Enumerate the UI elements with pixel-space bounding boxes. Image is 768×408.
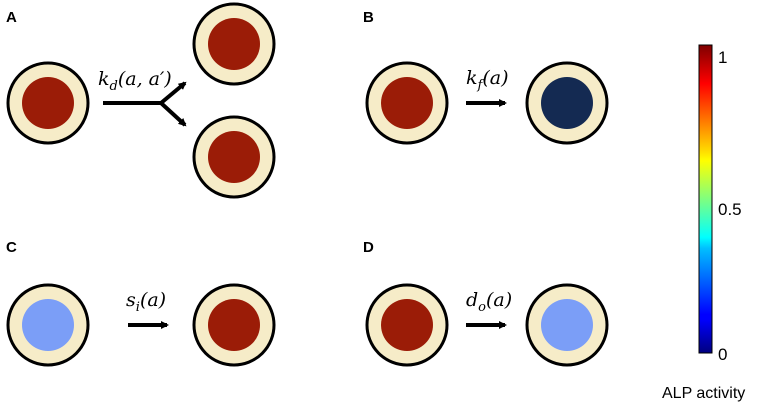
panel-c-rate-label: si(a): [126, 289, 166, 315]
panel-c-target-cell: [192, 283, 276, 367]
panel-a-daughter-cell-bottom: [192, 115, 276, 199]
panel-c: C si(a): [6, 239, 276, 367]
panel-b-target-cell: [525, 61, 609, 145]
panel-a-source-cell: [6, 61, 90, 145]
panel-c-label: C: [6, 239, 17, 256]
colorbar-title: ALP activity: [662, 385, 745, 402]
panel-b-source-cell: [365, 61, 449, 145]
panel-a: A kd(a, a′): [6, 2, 276, 199]
panel-b-rate-label: kf(a): [466, 67, 508, 93]
panel-a-label: A: [6, 9, 17, 26]
panel-a-daughter-cell-top: [192, 2, 276, 86]
panel-d: D do(a): [363, 239, 609, 367]
colorbar-tick-max: 1: [718, 48, 727, 67]
panel-b: B kf(a): [363, 9, 609, 145]
panel-d-target-cell: [525, 283, 609, 367]
colorbar-tick-min: 0: [718, 345, 727, 364]
panel-d-rate-label: do(a): [466, 289, 512, 315]
colorbar-tick-mid: 0.5: [718, 200, 742, 219]
panel-a-rate-label: kd(a, a′): [98, 68, 172, 94]
colorbar-gradient: [698, 44, 713, 354]
panel-d-source-cell: [365, 283, 449, 367]
panel-b-label: B: [363, 9, 374, 26]
panel-d-label: D: [363, 239, 374, 256]
panel-c-source-cell: [6, 283, 90, 367]
panel-a-division-arrow: [103, 81, 187, 127]
colorbar: 1 0.5 0 ALP activity: [662, 44, 745, 402]
